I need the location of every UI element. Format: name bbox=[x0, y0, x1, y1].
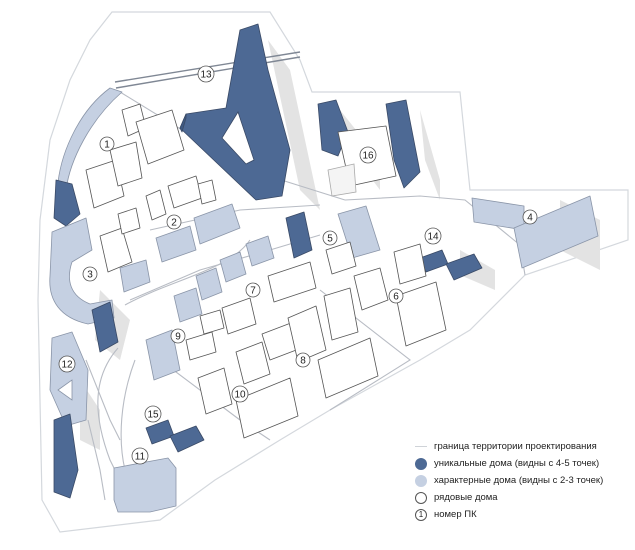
plot-label-8: 8 bbox=[295, 352, 311, 368]
legend-label-plot-number: номер ПК bbox=[434, 509, 477, 520]
plot-label-11: 11 bbox=[131, 447, 149, 465]
legend-item-plot-number: 1 номер ПК bbox=[414, 506, 629, 523]
buildings-plot-10 bbox=[197, 367, 299, 439]
buildings-plot-7-9 bbox=[145, 235, 317, 381]
plot-label-14: 14 bbox=[424, 227, 442, 245]
plot-label-12: 12 bbox=[58, 355, 76, 373]
plot-label-9: 9 bbox=[170, 328, 186, 344]
map-legend: граница территории проектирования уникал… bbox=[414, 438, 629, 523]
plot-label-7: 7 bbox=[245, 282, 261, 298]
svg-text:6: 6 bbox=[393, 292, 399, 303]
svg-text:1: 1 bbox=[104, 140, 110, 151]
plot-label-2: 2 bbox=[166, 214, 182, 230]
unique-house-dot-icon bbox=[414, 457, 428, 471]
plot-label-4: 4 bbox=[522, 209, 538, 225]
plot-label-13: 13 bbox=[197, 65, 215, 83]
svg-text:5: 5 bbox=[327, 234, 333, 245]
svg-text:12: 12 bbox=[61, 360, 73, 371]
svg-text:14: 14 bbox=[427, 232, 439, 243]
buildings-plot-3 bbox=[49, 217, 151, 325]
buildings-plot-11-15 bbox=[113, 419, 205, 513]
plot-label-3: 3 bbox=[82, 266, 98, 282]
buildings-plot-2 bbox=[117, 175, 241, 263]
svg-text:7: 7 bbox=[250, 286, 256, 297]
buildings-plot-14 bbox=[393, 243, 483, 285]
svg-text:3: 3 bbox=[87, 270, 93, 281]
boundary-line-icon bbox=[414, 440, 428, 454]
svg-text:9: 9 bbox=[175, 332, 181, 343]
legend-label-boundary: граница территории проектирования bbox=[434, 441, 597, 452]
svg-text:15: 15 bbox=[147, 410, 159, 421]
legend-item-unique: уникальные дома (видны с 4-5 точек) bbox=[414, 455, 629, 472]
plot-label-5: 5 bbox=[322, 230, 338, 246]
svg-text:13: 13 bbox=[200, 70, 212, 81]
ordinary-house-dot-icon bbox=[414, 491, 428, 505]
plot-number-labels: 13 16 1 2 3 4 5 14 7 6 9 12 8 10 15 11 bbox=[58, 65, 538, 465]
buildings-plot-1 bbox=[53, 87, 185, 227]
svg-text:16: 16 bbox=[362, 151, 374, 162]
legend-item-ordinary: рядовые дома bbox=[414, 489, 629, 506]
buildings-plot-6 bbox=[323, 267, 447, 347]
buildings-plot-4 bbox=[471, 195, 599, 269]
legend-label-ordinary: рядовые дома bbox=[434, 492, 498, 503]
svg-text:10: 10 bbox=[234, 390, 246, 401]
svg-text:2: 2 bbox=[171, 218, 177, 229]
svg-text:11: 11 bbox=[135, 452, 146, 463]
legend-label-unique: уникальные дома (видны с 4-5 точек) bbox=[434, 458, 600, 469]
plot-label-10: 10 bbox=[231, 385, 249, 403]
legend-label-characteristic: характерные дома (видны с 2-3 точек) bbox=[434, 475, 604, 486]
plot-label-1: 1 bbox=[99, 136, 115, 152]
plot-label-15: 15 bbox=[144, 405, 162, 423]
svg-text:4: 4 bbox=[527, 213, 533, 224]
plot-number-icon: 1 bbox=[414, 508, 428, 522]
buildings-plot-12 bbox=[49, 301, 119, 499]
plot-label-6: 6 bbox=[388, 288, 404, 304]
legend-item-characteristic: характерные дома (видны с 2-3 точек) bbox=[414, 472, 629, 489]
legend-item-boundary: граница территории проектирования bbox=[414, 438, 629, 455]
plot-label-16: 16 bbox=[359, 146, 377, 164]
svg-text:8: 8 bbox=[300, 356, 306, 367]
building-plot-13 bbox=[179, 23, 291, 201]
characteristic-house-dot-icon bbox=[414, 474, 428, 488]
territory-boundary bbox=[37, 11, 629, 533]
buildings-plot-5 bbox=[285, 205, 381, 275]
buildings-plot-8 bbox=[235, 305, 379, 399]
